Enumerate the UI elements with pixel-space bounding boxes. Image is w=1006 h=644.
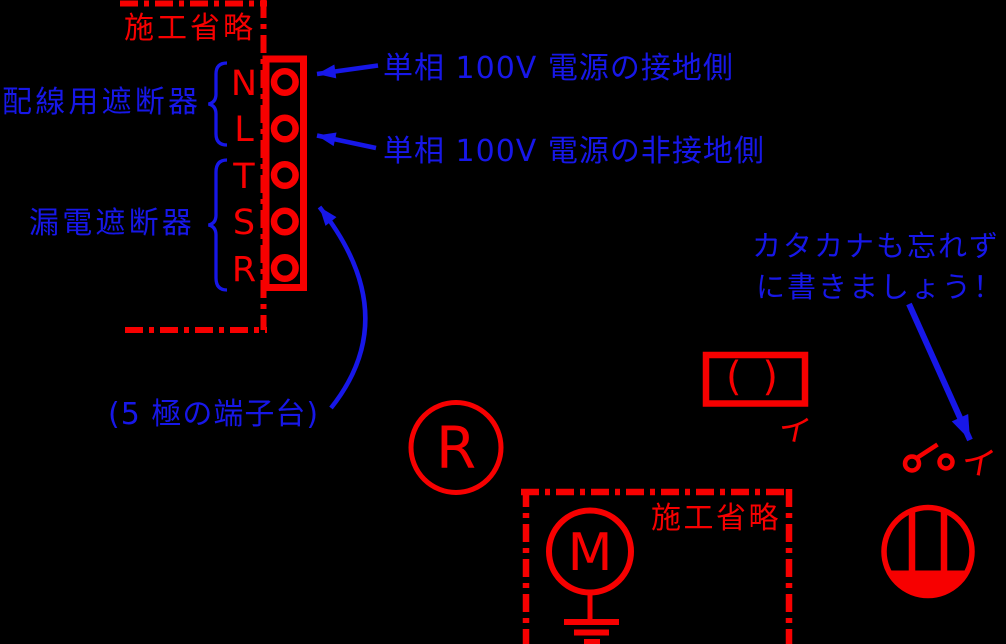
terminal-block	[262, 55, 307, 291]
pin-label-n: N	[231, 64, 257, 104]
pin-circle-r	[270, 253, 299, 283]
ceiling-symbol	[881, 504, 975, 599]
brace-breaker	[208, 61, 228, 147]
omitted-bottom-label: 施工省略	[651, 501, 781, 536]
terminal-pin-circles	[270, 67, 299, 283]
katakana-note-line2: に書きましょう！	[756, 270, 1004, 304]
receptacle-letter: R	[436, 414, 476, 482]
brace-elcb	[208, 158, 228, 292]
grounded-arrow	[316, 63, 379, 79]
paren-katakana-label: イ	[775, 408, 814, 452]
ceiling-symbol-circle	[881, 504, 975, 599]
omitted-bottom-boundary	[521, 488, 793, 644]
pin-label-l: L	[234, 110, 254, 150]
pin-circle-t	[270, 160, 299, 190]
pin-circle-l	[270, 114, 299, 143]
switch-lever-line	[916, 442, 939, 460]
pin-circle-s	[270, 207, 299, 236]
pin-label-s: S	[233, 203, 255, 243]
pin-circle-n	[270, 67, 299, 97]
paren-symbol: ( )	[726, 354, 782, 400]
switch-katakana-label: イ	[958, 440, 998, 485]
paren-box	[702, 351, 809, 407]
receptacle-circle	[408, 400, 504, 495]
switch-terminal-circle	[937, 453, 955, 471]
terminal-note: (5 極の端子台)	[108, 397, 319, 432]
ungrounded-note: 単相 100V 電源の非接地側	[383, 134, 765, 169]
pin-label-r: R	[232, 250, 256, 290]
elcb-label: 漏電遮断器	[29, 206, 195, 241]
katakana-note-arrow	[906, 302, 973, 442]
pin-label-t: T	[232, 157, 255, 197]
switch-symbol	[902, 442, 955, 473]
terminal-note-arrow	[317, 205, 368, 410]
grounded-note: 単相 100V 電源の接地側	[383, 51, 734, 86]
katakana-note-line1: カタカナも忘れず	[752, 229, 1000, 263]
omitted-top-label: 施工省略	[124, 11, 256, 46]
terminal-pin-labels: N L T S R	[231, 64, 257, 290]
motor-letter: M	[568, 523, 613, 583]
switch-contact-circle	[902, 454, 922, 473]
breaker-label: 配線用遮断器	[2, 85, 201, 120]
ungrounded-arrow	[316, 132, 377, 151]
ground-symbol	[564, 592, 619, 644]
